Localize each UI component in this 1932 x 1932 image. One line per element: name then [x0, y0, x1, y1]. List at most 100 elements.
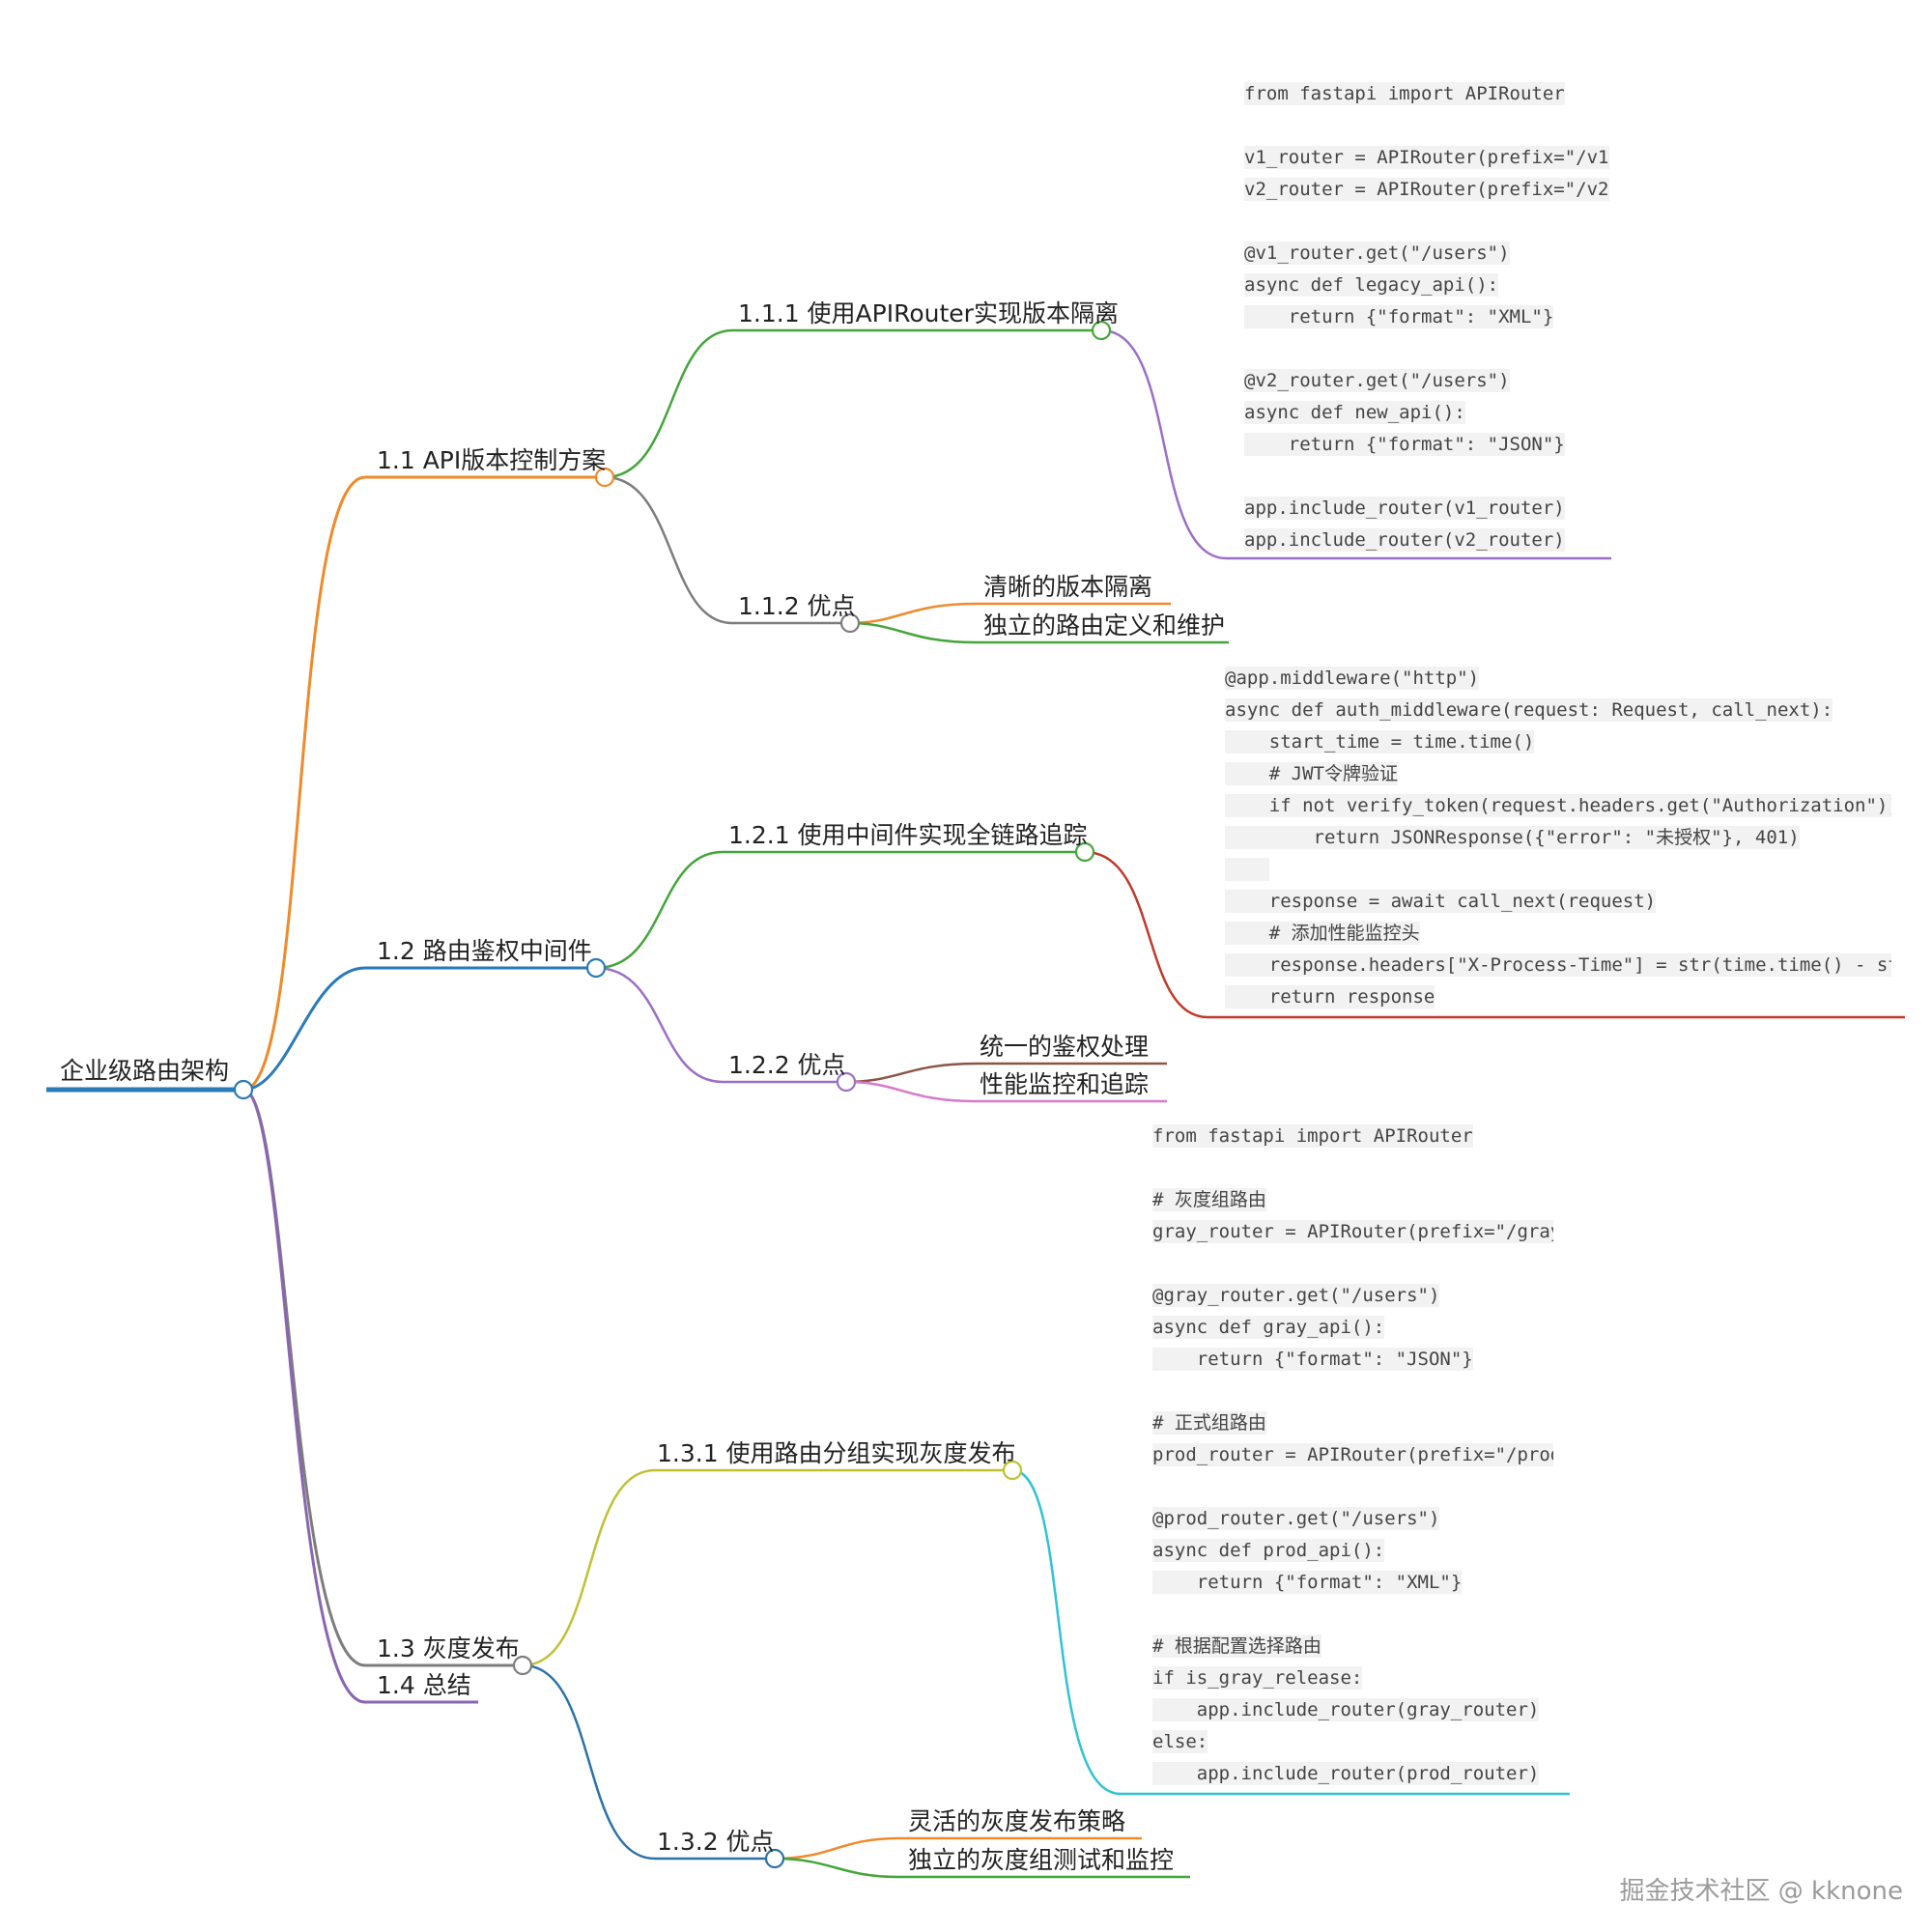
collapse-toggle-1-3-1[interactable] [1002, 1460, 1023, 1481]
code-text: return {"format": "JSON"} [1152, 1348, 1473, 1371]
code-line: return response [1225, 983, 1891, 1015]
code-text: v1_router = APIRouter(prefix="/v1 [1244, 146, 1609, 169]
item-1-1-2-a[interactable]: 清晰的版本隔离 [983, 573, 1153, 601]
code-text: from fastapi import APIRouter [1244, 82, 1565, 105]
collapse-toggle-1-3[interactable] [512, 1655, 533, 1676]
code-text: # JWT令牌验证 [1225, 762, 1398, 785]
code-line: from fastapi import APIRouter [1244, 80, 1611, 112]
code-text: if is_gray_release: [1152, 1666, 1363, 1690]
code-text: # 添加性能监控头 [1225, 922, 1420, 945]
code-line: app.include_router(v2_router) [1244, 526, 1611, 558]
code-line: prod_router = APIRouter(prefix="/prod" [1152, 1441, 1553, 1473]
edge-1-3-2-a [774, 1836, 1142, 1861]
code-line: v1_router = APIRouter(prefix="/v1 [1244, 144, 1611, 176]
code-text: response.headers["X-Process-Time"] = str… [1225, 953, 1891, 977]
code-line: async def new_api(): [1244, 399, 1611, 431]
edge-1-1-2-a [849, 602, 1171, 625]
node-1-3[interactable]: 1.3 灰度发布 [377, 1634, 520, 1662]
code-text: return {"format": "XML"} [1152, 1571, 1463, 1594]
edge-root-1-2 [242, 966, 596, 1092]
code-text: @app.middleware("http") [1225, 667, 1480, 690]
root-node[interactable]: 企业级路由架构 [60, 1057, 230, 1085]
collapse-toggle-1-2-2[interactable] [836, 1071, 857, 1093]
item-1-3-2-a[interactable]: 灵活的灰度发布策略 [908, 1807, 1126, 1835]
code-line [1152, 1154, 1553, 1186]
code-block-auth-middleware: @app.middleware("http") async def auth_mi… [1225, 665, 1891, 1015]
item-1-1-2-b[interactable]: 独立的路由定义和维护 [983, 611, 1226, 639]
collapse-toggle-1-1-2[interactable] [839, 612, 861, 634]
code-text: gray_router = APIRouter(prefix="/gray" [1152, 1220, 1553, 1243]
node-1-1-2[interactable]: 1.1.2 优点 [738, 592, 856, 620]
code-text: async def auth_middleware(request: Reque… [1225, 698, 1833, 722]
edge-1-2-1-code [1084, 850, 1905, 1019]
collapse-toggle-1-1-1[interactable] [1091, 320, 1112, 341]
code-line [1225, 856, 1891, 888]
edge-1-2-2-b [845, 1080, 1167, 1103]
code-text: @gray_router.get("/users") [1152, 1284, 1440, 1307]
code-line: v2_router = APIRouter(prefix="/v2 [1244, 176, 1611, 208]
edge-1-1-1-code [1100, 328, 1611, 560]
code-text: return JSONResponse({"error": "未授权"}, 40… [1225, 826, 1800, 849]
code-text: # 灰度组路由 [1152, 1188, 1266, 1211]
item-1-2-2-a[interactable]: 统一的鉴权处理 [980, 1033, 1150, 1061]
code-text: app.include_router(gray_router) [1152, 1698, 1540, 1721]
code-line [1152, 1378, 1553, 1409]
code-text: prod_router = APIRouter(prefix="/prod" [1152, 1443, 1553, 1466]
code-text: @v2_router.get("/users") [1244, 369, 1510, 392]
item-1-3-2-b[interactable]: 独立的灰度组测试和监控 [908, 1846, 1175, 1874]
code-text: @prod_router.get("/users") [1152, 1507, 1440, 1530]
collapse-toggle-root[interactable] [233, 1079, 254, 1100]
code-text: async def new_api(): [1244, 401, 1465, 424]
node-1-4[interactable]: 1.4 总结 [377, 1671, 471, 1699]
code-line: gray_router = APIRouter(prefix="/gray" [1152, 1218, 1553, 1250]
node-1-2-1[interactable]: 1.2.1 使用中间件实现全链路追踪 [728, 821, 1088, 849]
item-1-2-2-b[interactable]: 性能监控和追踪 [980, 1070, 1150, 1098]
node-1-3-1[interactable]: 1.3.1 使用路由分组实现灰度发布 [657, 1439, 1016, 1467]
edge-1-3-2-b [774, 1857, 1190, 1879]
code-text: async def gray_api(): [1152, 1316, 1385, 1339]
code-line [1152, 1601, 1553, 1633]
code-line: # 正式组路由 [1152, 1409, 1553, 1441]
code-line: async def auth_middleware(request: Reque… [1225, 696, 1891, 728]
collapse-toggle-1-1[interactable] [594, 467, 615, 488]
code-line [1244, 112, 1611, 144]
edge-1-2-1 [595, 850, 1085, 970]
code-line: start_time = time.time() [1225, 728, 1891, 760]
edge-1-2-2-a [845, 1062, 1167, 1084]
code-line: app.include_router(v1_router) [1244, 495, 1611, 526]
node-1-1-1[interactable]: 1.1.1 使用APIRouter实现版本隔离 [738, 299, 1119, 327]
node-1-2-2[interactable]: 1.2.2 优点 [728, 1051, 846, 1079]
code-block-gray-release: from fastapi import APIRouter # 灰度组路由 gray… [1152, 1122, 1553, 1792]
code-line [1152, 1250, 1553, 1282]
edge-1-2-2 [595, 966, 846, 1084]
edge-1-3-1-code [1011, 1468, 1570, 1796]
code-line: # 根据配置选择路由 [1152, 1633, 1553, 1664]
edge-1-3-1 [522, 1468, 1012, 1667]
code-line: # 灰度组路由 [1152, 1186, 1553, 1218]
code-line: return {"format": "JSON"} [1244, 431, 1611, 463]
code-line: app.include_router(prod_router) [1152, 1760, 1553, 1792]
code-text: # 根据配置选择路由 [1152, 1634, 1321, 1658]
node-1-2[interactable]: 1.2 路由鉴权中间件 [377, 937, 592, 965]
code-text: return response [1225, 985, 1435, 1009]
code-line: @prod_router.get("/users") [1152, 1505, 1553, 1537]
node-1-1[interactable]: 1.1 API版本控制方案 [377, 446, 607, 474]
collapse-toggle-1-3-2[interactable] [764, 1848, 785, 1869]
code-text: from fastapi import APIRouter [1152, 1124, 1473, 1148]
code-text: v2_router = APIRouter(prefix="/v2 [1244, 178, 1609, 201]
edge-1-1-1 [604, 328, 1101, 479]
code-line: return {"format": "XML"} [1244, 303, 1611, 335]
code-text: response = await call_next(request) [1225, 890, 1657, 913]
code-line [1152, 1473, 1553, 1505]
code-line: response = await call_next(request) [1225, 888, 1891, 920]
code-text: start_time = time.time() [1225, 730, 1535, 753]
code-text: else: [1152, 1730, 1208, 1753]
code-text: return {"format": "XML"} [1244, 305, 1554, 328]
collapse-toggle-1-2[interactable] [585, 957, 607, 979]
edge-1-1-2 [604, 475, 850, 625]
code-text: async def legacy_api(): [1244, 273, 1499, 297]
code-line: if not verify_token(request.headers.get(… [1225, 792, 1891, 824]
node-1-3-2[interactable]: 1.3.2 优点 [657, 1828, 775, 1856]
collapse-toggle-1-2-1[interactable] [1074, 841, 1095, 863]
